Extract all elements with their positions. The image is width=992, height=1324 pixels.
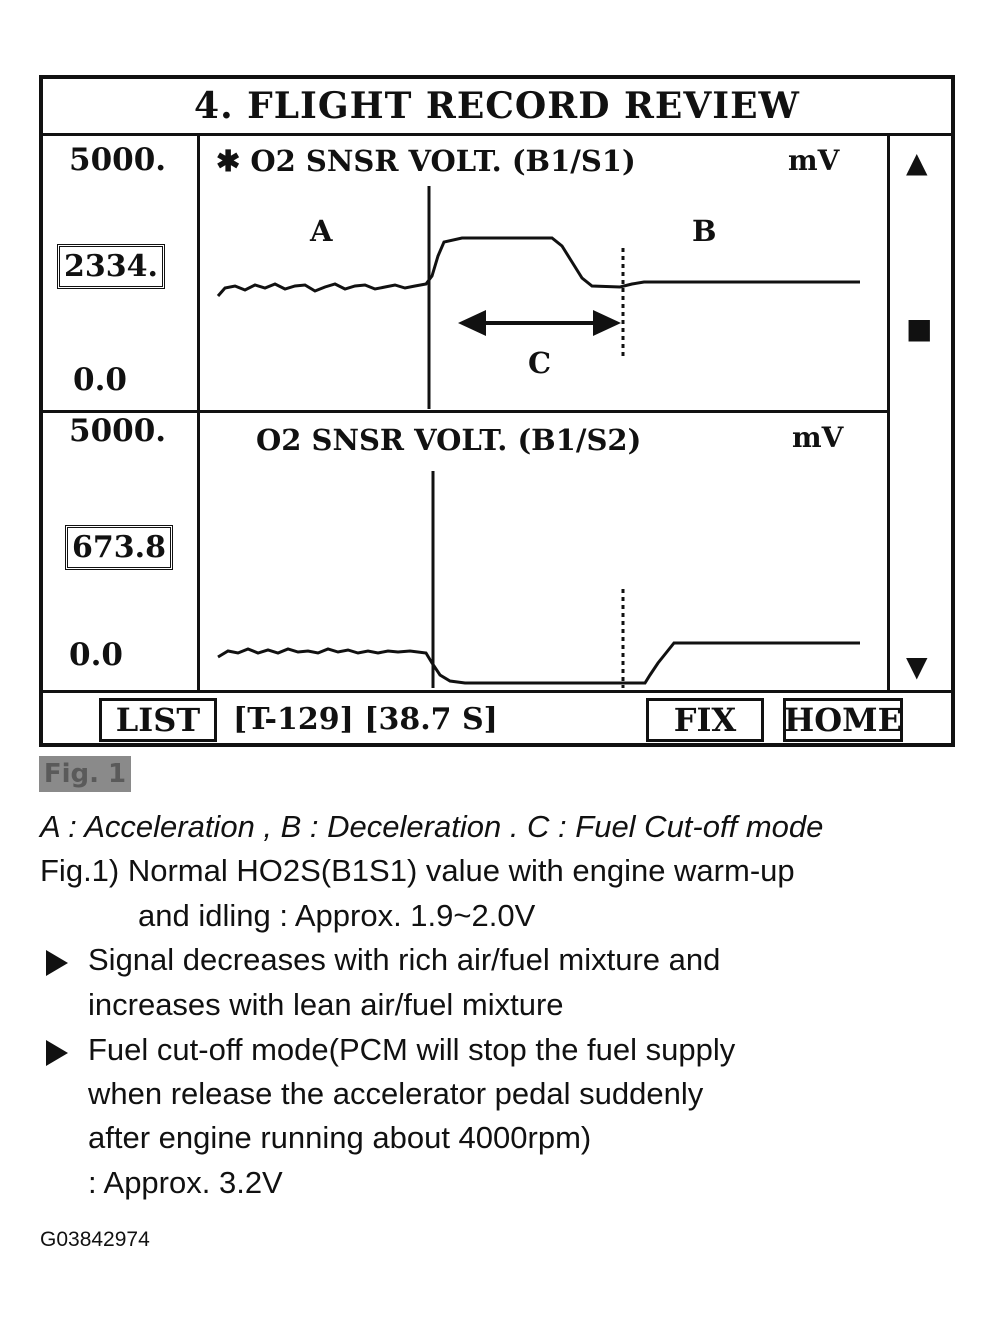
panel2-plot — [217, 471, 860, 688]
panel2-current-value: 673.8 — [65, 525, 173, 570]
scroll-thumb-icon[interactable]: ■ — [906, 312, 933, 345]
scroll-down-icon[interactable]: ▼ — [906, 650, 928, 683]
panel2-graph: O2 SNSR VOLT. (B1/S2) mV — [200, 413, 890, 690]
panel2-title: O2 SNSR VOLT. (B1/S2) — [256, 423, 642, 457]
scroll-column: ▲ ■ ▼ — [890, 136, 951, 690]
legend-caption: A : Acceleration , B : Deceleration . C … — [40, 809, 824, 844]
panel1-graph: ✱ O2 SNSR VOLT. (B1/S1) mV A B C — [200, 136, 890, 411]
bullet2-line2: when release the accelerator pedal sudde… — [88, 1076, 704, 1111]
panel2-signal-line — [217, 641, 860, 685]
panel2-scale-min: 0.0 — [69, 637, 123, 673]
panel1-title: ✱ O2 SNSR VOLT. (B1/S1) — [216, 144, 636, 178]
bullet2-line1: Fuel cut-off mode(PCM will stop the fuel… — [88, 1032, 736, 1067]
scroll-up-icon[interactable]: ▲ — [906, 146, 928, 179]
panel2-scale: 5000. 673.8 0.0 — [43, 413, 200, 690]
panel1-current-value: 2334. — [57, 244, 165, 289]
label-c: C — [528, 346, 552, 380]
bullet1-line2: increases with lean air/fuel mixture — [88, 987, 564, 1022]
home-button[interactable]: HOME — [783, 698, 903, 742]
image-code: G03842974 — [40, 1228, 150, 1251]
bottom-bar: LIST [T-129] [38.7 S] FIX HOME — [43, 690, 951, 747]
figure-caption-line2: and idling : Approx. 1.9~2.0V — [138, 898, 536, 933]
panel2-unit: mV — [792, 421, 844, 454]
panel1-plot — [216, 186, 860, 409]
panel1-unit: mV — [788, 144, 840, 177]
panel1-signal-line — [216, 236, 860, 297]
bullet1-line1: Signal decreases with rich air/fuel mixt… — [88, 942, 721, 977]
fuel-cut-left-arrowhead — [458, 310, 486, 336]
panel1-scale-max: 5000. — [69, 142, 167, 178]
screen-title: 4. FLIGHT RECORD REVIEW — [43, 79, 951, 136]
figure-tag: Fig. 1 — [39, 756, 131, 792]
label-a: A — [310, 214, 333, 248]
scan-tool-screen: 4. FLIGHT RECORD REVIEW 5000. 2334. 0.0 … — [39, 75, 955, 747]
bullet2-arrow-icon — [46, 1040, 68, 1066]
figure-caption-line1: Fig.1) Normal HO2S(B1S1) value with engi… — [40, 853, 795, 888]
bullet1-arrow-icon — [46, 950, 68, 976]
bullet2-line4: : Approx. 3.2V — [88, 1165, 283, 1200]
panel1-scale: 5000. 2334. 0.0 — [43, 136, 200, 411]
panel1-scale-min: 0.0 — [73, 362, 127, 398]
bullet2-line3: after engine running about 4000rpm) — [88, 1120, 592, 1155]
label-b: B — [692, 214, 717, 248]
record-status: [T-129] [38.7 S] — [233, 702, 498, 737]
fuel-cut-right-arrowhead — [593, 310, 621, 336]
panel-divider — [43, 410, 890, 413]
fix-button[interactable]: FIX — [646, 698, 764, 742]
list-button[interactable]: LIST — [99, 698, 217, 742]
panel2-scale-max: 5000. — [69, 413, 167, 449]
